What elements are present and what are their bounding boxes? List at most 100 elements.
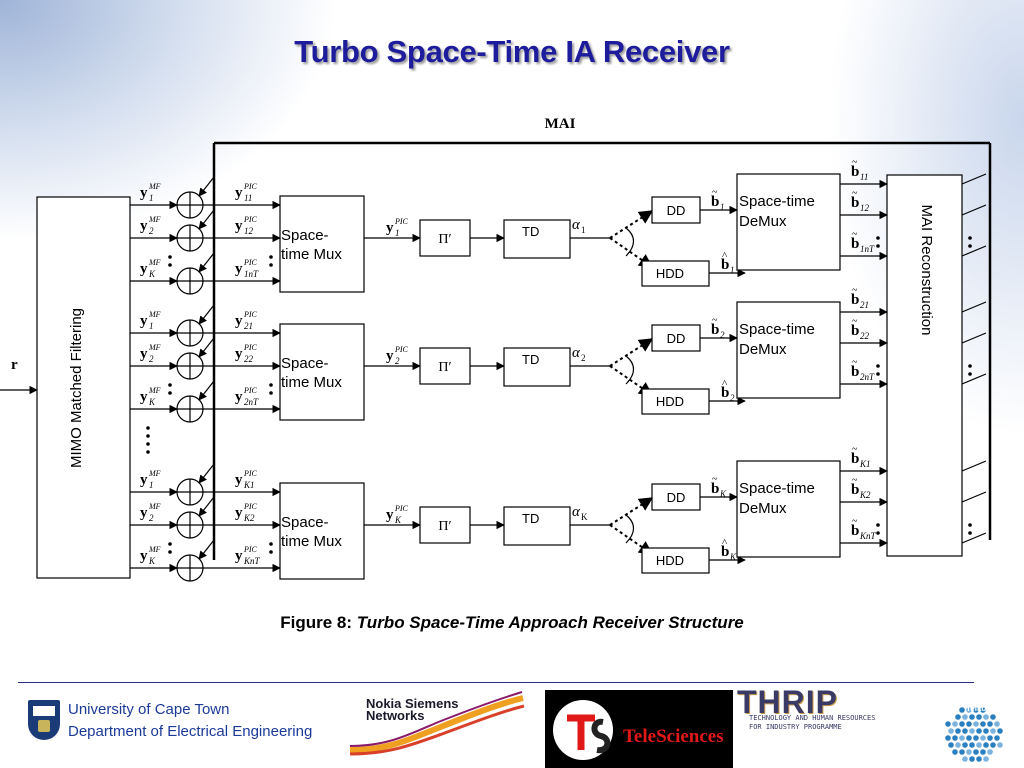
ypic-label-2-1-sup: PIC: [243, 502, 258, 511]
pic-ellipsis-0: [269, 255, 273, 267]
telkom-dot: [966, 749, 972, 755]
caption-prefix: Figure 8:: [280, 613, 357, 632]
nsn-wave-icon: [349, 691, 525, 756]
td-label-0: TD: [522, 224, 539, 239]
telkom-name: Telkom: [966, 704, 994, 713]
bout-label-1-2-sub: 2nT: [860, 372, 875, 382]
ymux-label-1-base: y: [386, 348, 394, 364]
telkom-dot: [959, 721, 965, 727]
ypic-label-2-0-sup: PIC: [243, 469, 258, 478]
telkom-dot: [966, 707, 972, 713]
recon-ellipsis-2: [968, 523, 972, 535]
telkom-dot: [952, 749, 958, 755]
telkom-dot: [997, 742, 1003, 748]
bout-label-2-2-tilde: ~: [852, 516, 858, 527]
interleaver-block-1: [419, 347, 471, 385]
mai-reconstruction-block: [886, 174, 963, 557]
ymf-label-0-0-sub: 1: [149, 193, 154, 203]
alpha-label-2-sub: K: [581, 512, 588, 522]
switch-to-dd-1: [609, 338, 654, 367]
ymf-label-2-1-sub: 2: [149, 513, 154, 523]
telkom-dot: [962, 714, 968, 720]
ymf-label-1-1-base: y: [140, 346, 148, 362]
bout-label-0-2-base: b: [851, 236, 859, 252]
telkom-logo: Telkom: [930, 690, 1020, 768]
mf-ellipsis-0: [168, 255, 172, 267]
space-time-demux-2: [736, 460, 841, 558]
telkom-dot: [980, 749, 986, 755]
nsn-line1: Nokia Siemens: [366, 696, 459, 711]
bhat-label-0-base: b: [721, 257, 729, 273]
thrip-line1: TECHNOLOGY AND HUMAN RESOURCES: [749, 714, 876, 722]
dd-label-1: DD: [667, 331, 686, 346]
btilde-label-2-tilde: ~: [712, 474, 718, 485]
ymf-label-2-1-sup: MF: [148, 502, 161, 511]
telkom-dot: [955, 714, 961, 720]
telkom-dot: [973, 721, 979, 727]
mai-feed-diag-2-0: [198, 463, 215, 484]
adder-2-1: [176, 511, 204, 539]
interleaver-label-0: Π′: [438, 232, 451, 247]
bout-label-1-1-tilde: ~: [852, 316, 858, 327]
dot: [146, 442, 150, 446]
telkom-dot: [980, 707, 986, 713]
ymux-label-0-sup: PIC: [394, 217, 409, 226]
ymf-label-2-2-sub: K: [148, 556, 156, 566]
ypic-label-1-1-base: y: [235, 346, 243, 362]
bhat-label-1-sub: 2: [730, 393, 735, 403]
uct-department: Department of Electrical Engineering: [68, 723, 313, 740]
recon-feedback-0-0: [961, 173, 987, 185]
space-time-demux-1: [736, 301, 841, 399]
ymf-label-1-0-sup: MF: [148, 310, 161, 319]
telkom-dot: [945, 735, 951, 741]
dd-label-0: DD: [667, 203, 686, 218]
telkom-dot: [962, 756, 968, 762]
bout-label-0-0-tilde: ~: [852, 157, 858, 168]
ypic-label-2-2-sup: PIC: [243, 545, 258, 554]
telkom-dot: [983, 742, 989, 748]
demux-ellipsis-0: [876, 236, 880, 248]
td-block-2: [503, 506, 571, 546]
pic-ellipsis-2: [269, 542, 273, 554]
telkom-dot: [952, 735, 958, 741]
mimo-matched-filter-block: [36, 196, 131, 579]
alpha-label-2-base: α: [572, 504, 581, 520]
dot: [968, 236, 972, 240]
switch-arc-1: [625, 355, 635, 385]
telkom-dot: [962, 728, 968, 734]
telkom-dot: [976, 728, 982, 734]
ymf-label-0-0-sup: MF: [148, 182, 161, 191]
mf-ellipsis-1: [168, 383, 172, 395]
bout-label-1-2-base: b: [851, 364, 859, 380]
telkom-dot: [997, 728, 1003, 734]
hdd-label-1: HDD: [656, 394, 684, 409]
ypic-label-1-2-sub: 2nT: [244, 397, 259, 407]
recon-feedback-2-1: [961, 491, 987, 503]
nsn-line2: Networks: [366, 708, 425, 723]
demux-label-b-2: DeMux: [739, 500, 787, 517]
adder-1-2: [176, 395, 204, 423]
ypic-label-1-0-sub: 21: [244, 321, 253, 331]
dot: [269, 263, 273, 267]
bhat-label-2-base: b: [721, 544, 729, 560]
td-label-2: TD: [522, 511, 539, 526]
ymf-label-2-0-sub: 1: [149, 480, 154, 490]
mux-label-b-0: time Mux: [281, 246, 342, 263]
telkom-dot: [955, 742, 961, 748]
telkom-dots-icon: [945, 707, 1003, 762]
ymf-label-1-1-sup: MF: [148, 343, 161, 352]
interleaver-label-1: Π′: [438, 360, 451, 375]
nokia-siemens-logo: Nokia Siemens Networks: [348, 690, 528, 758]
